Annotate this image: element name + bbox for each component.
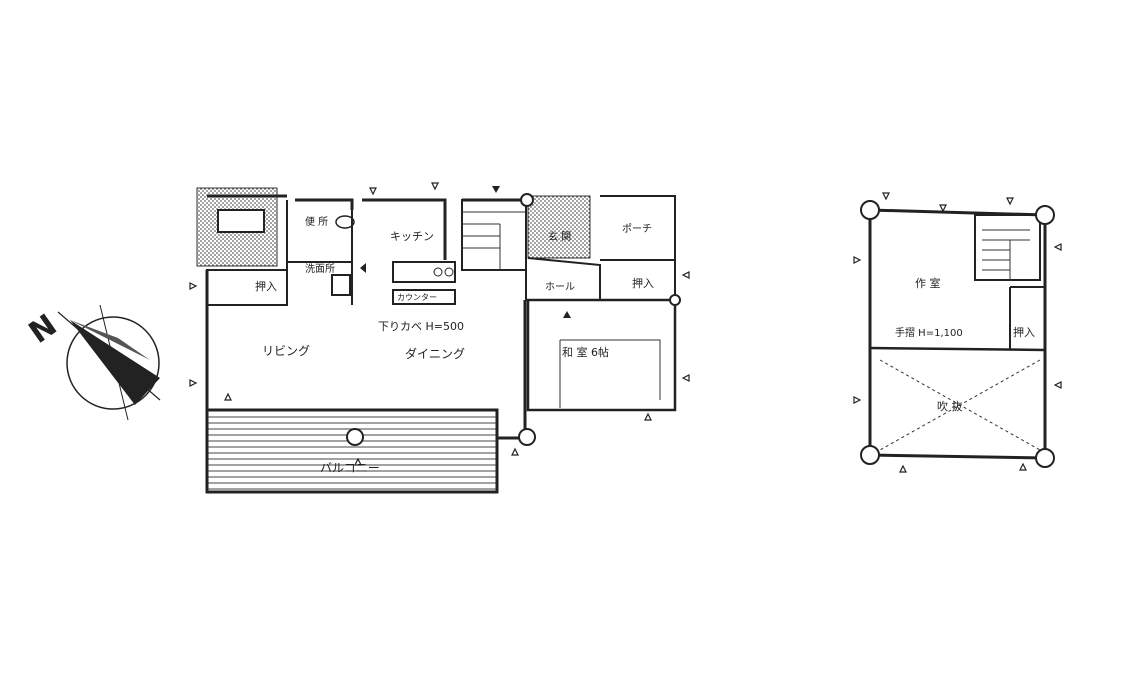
handrail-note-label: 手摺 H=1,100 — [895, 326, 963, 339]
room-void-label: 吹 抜 — [937, 399, 963, 413]
room-balcony-label: バルコニー — [320, 461, 380, 475]
room-storage-label: 押入 — [1013, 325, 1035, 339]
room-japanese-label: 和 室 6帖 — [562, 345, 609, 359]
room-living-label: リビング — [262, 344, 310, 358]
room-entrance-label: 玄 関 — [548, 230, 571, 243]
room-storage-right-label: 押入 — [632, 276, 654, 290]
room-study-label: 作 室 — [915, 276, 941, 290]
room-dining-label: ダイニング — [405, 346, 465, 361]
floor1-plan: 便 所 キッチン 洗面所 押入 カウンター 下りカベ H=500 リビング ダイ… — [189, 182, 690, 494]
ceiling-note-label: 下りカベ H=500 — [378, 320, 464, 333]
room-kitchen-label: キッチン — [390, 230, 434, 243]
floor2-plan: 作 室 手摺 H=1,100 押入 吹 抜 — [853, 192, 1062, 473]
compass-north-label: N — [23, 308, 64, 351]
room-storage-left-label: 押入 — [255, 279, 277, 293]
room-washroom-label: 洗面所 — [305, 263, 335, 275]
counter-label: カウンター — [397, 293, 437, 302]
room-hall-label: ホール — [545, 281, 575, 293]
room-porch-label: ポーチ — [622, 223, 652, 235]
north-arrow-icon — [57, 304, 161, 421]
room-toilet-label: 便 所 — [305, 215, 328, 228]
